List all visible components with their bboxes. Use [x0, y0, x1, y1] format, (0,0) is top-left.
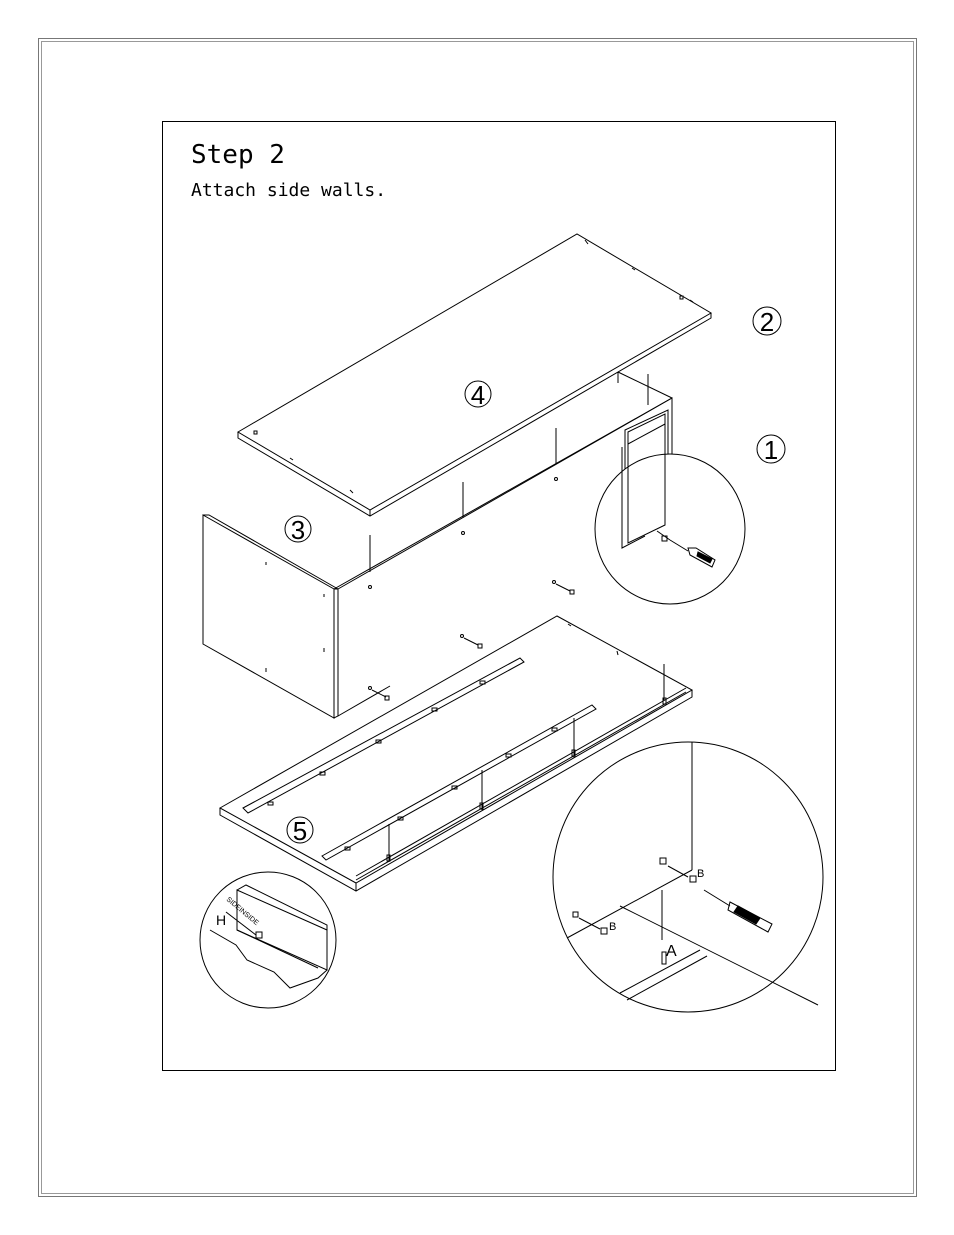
detail-circle-side [595, 424, 745, 604]
detail-circle-cam [553, 742, 823, 1012]
part-label-5: 5 [293, 816, 307, 846]
left-side-panel [203, 515, 390, 718]
detail-circle-edge [200, 872, 336, 1008]
part-label-1: 1 [764, 435, 778, 465]
part-label-2: 2 [760, 307, 774, 337]
part-label-4: 4 [471, 380, 485, 410]
hardware-label-a: A [666, 943, 677, 960]
hardware-label-b-upper: B [697, 868, 704, 880]
hardware-label-b-lower: B [609, 921, 616, 933]
hardware-label-h: H [216, 912, 226, 928]
part-label-3: 3 [291, 515, 305, 545]
